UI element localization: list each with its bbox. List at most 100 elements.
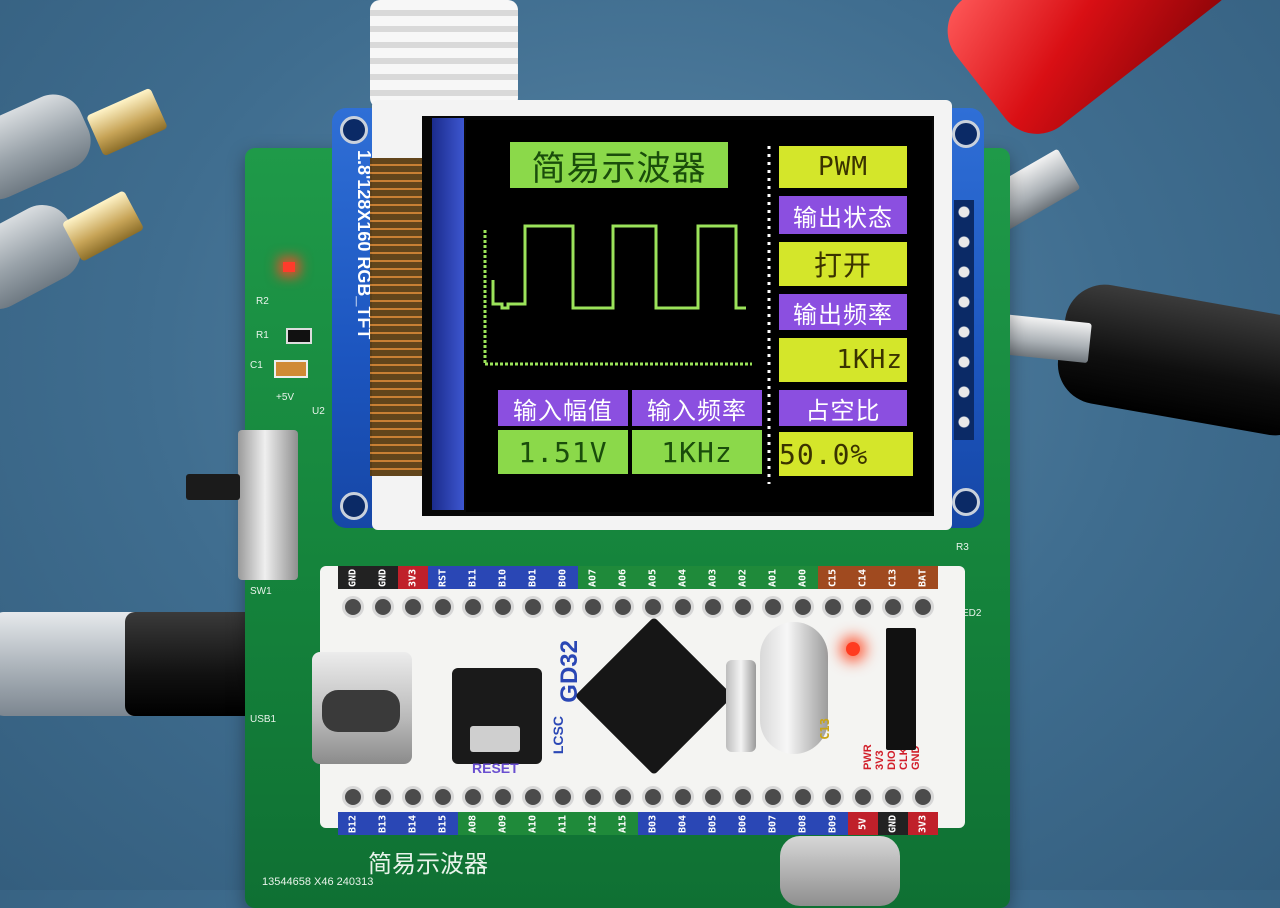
pin-label: A07 (578, 566, 608, 589)
pin-pad (462, 596, 484, 618)
pin-label: A12 (578, 812, 608, 835)
board-label: 3V3 (874, 750, 886, 770)
smd-capacitor (274, 360, 308, 378)
input-freq-value: 1KHz (632, 430, 762, 474)
pin-label: A05 (638, 566, 668, 589)
screen-title: 简易示波器 (510, 142, 728, 189)
pin-pad (822, 596, 844, 618)
pin-pad (342, 786, 364, 808)
pin-label: B07 (758, 812, 788, 835)
red-led-main (283, 262, 295, 272)
pin-label: A15 (608, 812, 638, 835)
pin-label: C15 (818, 566, 848, 589)
mount-hole-tr (952, 120, 980, 148)
smd-resistor (286, 328, 312, 344)
input-freq-label: 输入频率 (632, 390, 762, 426)
usb-plug-top (86, 87, 168, 157)
bottom-pads (338, 786, 958, 808)
pin-pad (612, 786, 634, 808)
pin-pad (912, 596, 934, 618)
pin-pad (582, 786, 604, 808)
pin-pad (882, 596, 904, 618)
swd-header (886, 628, 916, 750)
pin-label: B15 (428, 812, 458, 835)
reset-button[interactable] (470, 726, 520, 752)
pin-pad (372, 596, 394, 618)
pin-pad (522, 596, 544, 618)
pin-label: B03 (638, 812, 668, 835)
silk-serial: 13544658 X46 240313 (262, 876, 374, 888)
pin-pad (552, 596, 574, 618)
pin-label: 5V (848, 812, 878, 835)
input-amp-value: 1.51V (498, 430, 628, 474)
pin-pad (492, 596, 514, 618)
pin-pad (492, 786, 514, 808)
pin-pad (702, 596, 724, 618)
tft-edge-strip (432, 118, 464, 510)
chip-label: C13 (818, 718, 832, 740)
pin-pad (402, 786, 424, 808)
pin-pad (672, 786, 694, 808)
pin-pad (372, 786, 394, 808)
usb-c-slot (322, 690, 400, 732)
usb-c-boot (125, 612, 255, 716)
pin-label: B10 (488, 566, 518, 589)
pin-pad (762, 596, 784, 618)
input-amp-label: 输入幅值 (498, 390, 628, 426)
pin-label: GND (368, 566, 398, 589)
pin-label: B14 (398, 812, 428, 835)
pin-pad (792, 786, 814, 808)
pin-label: A03 (698, 566, 728, 589)
pin-label: B09 (818, 812, 848, 835)
pin-label: GND (338, 566, 368, 589)
silk-ref-r3: R3 (956, 542, 969, 553)
pin-label: C14 (848, 566, 878, 589)
output-state-value: 打开 (779, 242, 907, 286)
silk-title: 简易示波器 (368, 850, 488, 878)
pin-pad (642, 786, 664, 808)
pin-label: B04 (668, 812, 698, 835)
pin-pad (642, 596, 664, 618)
tft-flex-cable (370, 158, 428, 476)
pin-label: A10 (518, 812, 548, 835)
pin-pad (822, 786, 844, 808)
tft-header-pins (954, 200, 974, 440)
pin-label: GND (878, 812, 908, 835)
silk-ref-c1: C1 (250, 360, 263, 371)
output-freq-label: 输出频率 (779, 294, 907, 330)
pin-pad (432, 786, 454, 808)
pin-pad (672, 596, 694, 618)
pin-pad (582, 596, 604, 618)
silk-ref-sw1: SW1 (250, 586, 272, 597)
waveform-trace (491, 224, 746, 310)
top-pads (338, 596, 958, 618)
pin-pad (882, 786, 904, 808)
pin-label: A01 (758, 566, 788, 589)
mode-value: PWM (779, 146, 907, 188)
silk-ref-5v: +5V (276, 392, 295, 403)
silk-ref-u2: U2 (312, 406, 325, 417)
silk-ref-r1: R1 (256, 330, 269, 341)
pin-label: 3V3 (908, 812, 938, 835)
pin-label: B00 (548, 566, 578, 589)
pin-pad (852, 786, 874, 808)
switch-lever[interactable] (186, 474, 240, 500)
pin-label: A00 (788, 566, 818, 589)
pin-pad (852, 596, 874, 618)
crystal-large (760, 622, 828, 754)
pin-pad (732, 596, 754, 618)
silk-ref-led2: ED2 (962, 608, 982, 619)
pin-pad (432, 596, 454, 618)
pin-pad (462, 786, 484, 808)
crystal-small (726, 660, 756, 752)
pin-label: B05 (698, 812, 728, 835)
pin-label: RST (428, 566, 458, 589)
mount-hole-bl (340, 492, 368, 520)
pin-label: A06 (608, 566, 638, 589)
pin-pad (702, 786, 724, 808)
pin-pad (402, 596, 424, 618)
slide-switch[interactable] (238, 430, 298, 580)
pin-label: B12 (338, 812, 368, 835)
bottom-encoder (780, 836, 900, 906)
lcsc-logo: LCSC (550, 716, 566, 755)
